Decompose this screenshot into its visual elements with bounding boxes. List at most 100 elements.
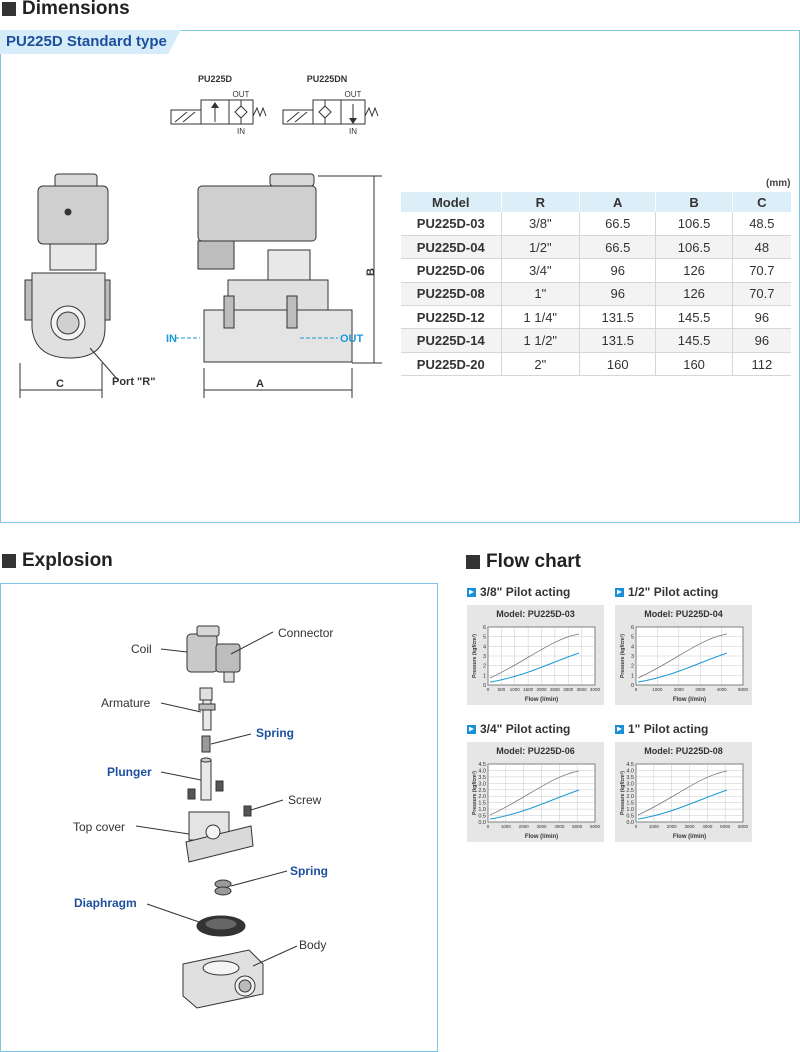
chart-model-title: Model: PU225D-06 [496,746,575,756]
x-tick-label: 0 [487,824,490,829]
value-cell: 70.7 [732,258,791,283]
y-tick-label: 1.5 [626,801,634,807]
series-line-upper [637,633,728,679]
section-square-icon [2,554,16,568]
y-tick-label: 0.5 [478,814,486,820]
top-cover-part [185,811,254,863]
y-tick-label: 4.0 [626,768,634,774]
symbol-in-label: IN [237,127,245,136]
x-axis-label: Flow (l/min) [673,697,706,703]
series-line-upper [637,770,728,816]
y-tick-label: 5 [483,635,486,641]
section-square-icon [466,555,480,569]
chart-model-title: Model: PU225D-03 [496,609,575,619]
valve-front-view [24,173,111,359]
x-axis-label: Flow (l/min) [525,697,558,703]
model-cell: PU225D-04 [401,235,502,260]
y-tick-label: 0.5 [626,814,634,820]
y-tick-label: 0.0 [626,820,634,826]
x-tick-label: 5000 [738,687,749,692]
spring1-part [201,735,211,753]
dim-label-b: B [365,268,377,276]
value-cell: 1/2" [501,235,581,260]
series-line-lower [489,652,580,683]
x-tick-label: 2000 [674,687,685,692]
x-tick-label: 2500 [550,687,561,692]
value-cell: 131.5 [579,328,657,353]
y-axis-label: Pressure (kgf/cm²) [620,634,626,678]
y-tick-label: 0.0 [478,820,486,826]
unit-label: (mm) [766,178,791,189]
column-header: B [655,192,733,212]
value-cell: 48.5 [732,212,791,236]
spring2-part [214,879,232,896]
y-tick-label: 3 [483,654,486,660]
x-tick-label: 3000 [563,687,574,692]
x-tick-label: 2000 [536,687,547,692]
model-cell: PU225D-12 [401,305,502,330]
y-axis-label: Pressure (kgf/cm²) [472,771,478,815]
x-tick-label: 6000 [590,824,601,829]
y-tick-label: 4 [631,644,634,650]
x-tick-label: 4000 [554,824,565,829]
play-icon [467,587,476,597]
label-diaphragm: Diaphragm [74,896,137,910]
flow-title-1-2: 1/2" Pilot acting [615,585,718,599]
label-plunger: Plunger [107,765,152,779]
symbol-pu225dn: PU225DN OUT IN [282,74,379,136]
value-cell: 66.5 [579,212,657,236]
armature-part [198,687,216,731]
y-tick-label: 0 [483,683,486,689]
x-tick-label: 3000 [695,687,706,692]
y-tick-label: 3 [631,654,634,660]
value-cell: 126 [655,258,733,283]
y-axis-label: Pressure (kgf/cm²) [620,771,626,815]
flow-title-3-8: 3/8" Pilot acting [467,585,570,599]
y-tick-label: 5 [631,635,634,641]
series-line-lower [637,652,728,683]
value-cell: 1 1/4" [501,305,581,330]
label-armature: Armature [101,696,151,710]
y-tick-label: 1.0 [626,807,634,813]
flow-chart-heading: Flow chart [466,551,581,573]
x-axis-label: Flow (l/min) [525,834,558,840]
flow-title-3-4: 3/4" Pilot acting [467,722,570,736]
symbol-in-label: IN [349,127,357,136]
play-icon [467,724,476,734]
value-cell: 96 [732,305,791,330]
x-tick-label: 1500 [523,687,534,692]
label-body: Body [299,938,327,952]
flow-title-1: 1" Pilot acting [615,722,708,736]
y-axis-label: Pressure (kgf/cm²) [472,634,478,678]
dim-label-a: A [256,378,264,390]
column-header: Model [401,192,502,212]
symbol-out-label: OUT [345,90,362,99]
column-header: C [732,192,791,212]
section-square-icon [2,2,16,16]
label-spring-upper: Spring [256,726,294,740]
series-line-lower [489,789,580,820]
x-tick-label: 4000 [717,687,728,692]
label-coil: Coil [131,642,152,656]
x-tick-label: 1000 [501,824,512,829]
column-header: A [579,192,657,212]
x-axis-label: Flow (l/min) [673,834,706,840]
x-tick-label: 1000 [510,687,521,692]
value-cell: 145.5 [655,305,733,330]
chart-model-title: Model: PU225D-04 [644,609,723,619]
x-tick-label: 0 [635,824,638,829]
port-leader-line [89,347,119,381]
y-tick-label: 2.0 [626,794,634,800]
y-tick-label: 4 [483,644,486,650]
connector-part [215,643,241,683]
value-cell: 96 [579,258,657,283]
